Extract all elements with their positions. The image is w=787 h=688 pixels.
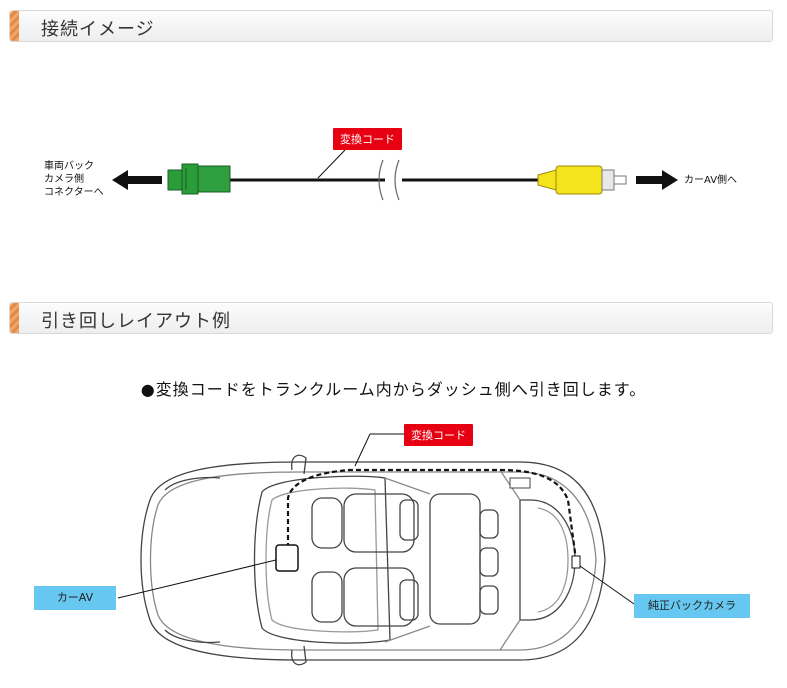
back-camera-icon: [571, 555, 581, 569]
cable-route-dashed: [286, 468, 578, 561]
header-accent-bar: [10, 303, 19, 333]
right-arrow-icon: [636, 170, 678, 190]
left-label-line: カメラ側: [44, 174, 84, 185]
route-cable-label: 変換コード: [404, 424, 473, 446]
header-accent-bar: [10, 11, 19, 41]
car-av-label: カーAV: [34, 586, 116, 610]
connection-diagram: [112, 149, 678, 201]
right-destination-label: カーAV側へ: [684, 175, 738, 186]
back-camera-label: 純正バックカメラ: [634, 594, 750, 618]
cable-label: 変換コード: [333, 128, 402, 150]
section-header-connection: 接続イメージ: [9, 10, 773, 42]
left-arrow-icon: [112, 170, 162, 190]
section-title: 接続イメージ: [41, 19, 155, 40]
section-header-layout: 引き回しレイアウト例: [9, 302, 773, 334]
section-title: 引き回しレイアウト例: [41, 311, 231, 332]
car-body-icon: [140, 454, 606, 666]
left-label-line: 車両バック: [44, 161, 94, 172]
car-av-leader: [117, 559, 277, 599]
left-label-line: コネクターへ: [44, 187, 104, 198]
junction-box-icon: [509, 477, 531, 489]
yellow-rca-connector-icon: [537, 165, 627, 195]
green-connector-icon: [167, 163, 231, 195]
left-destination-label: 車両バック カメラ側 コネクターへ: [44, 160, 104, 199]
car-av-unit-icon: [275, 544, 299, 572]
cable-label-leader: [317, 149, 346, 179]
cable-break-mark: [378, 159, 400, 201]
layout-description: ●変換コードをトランクルーム内からダッシュ側へ引き回します。: [140, 380, 647, 399]
camera-leader: [579, 565, 635, 605]
